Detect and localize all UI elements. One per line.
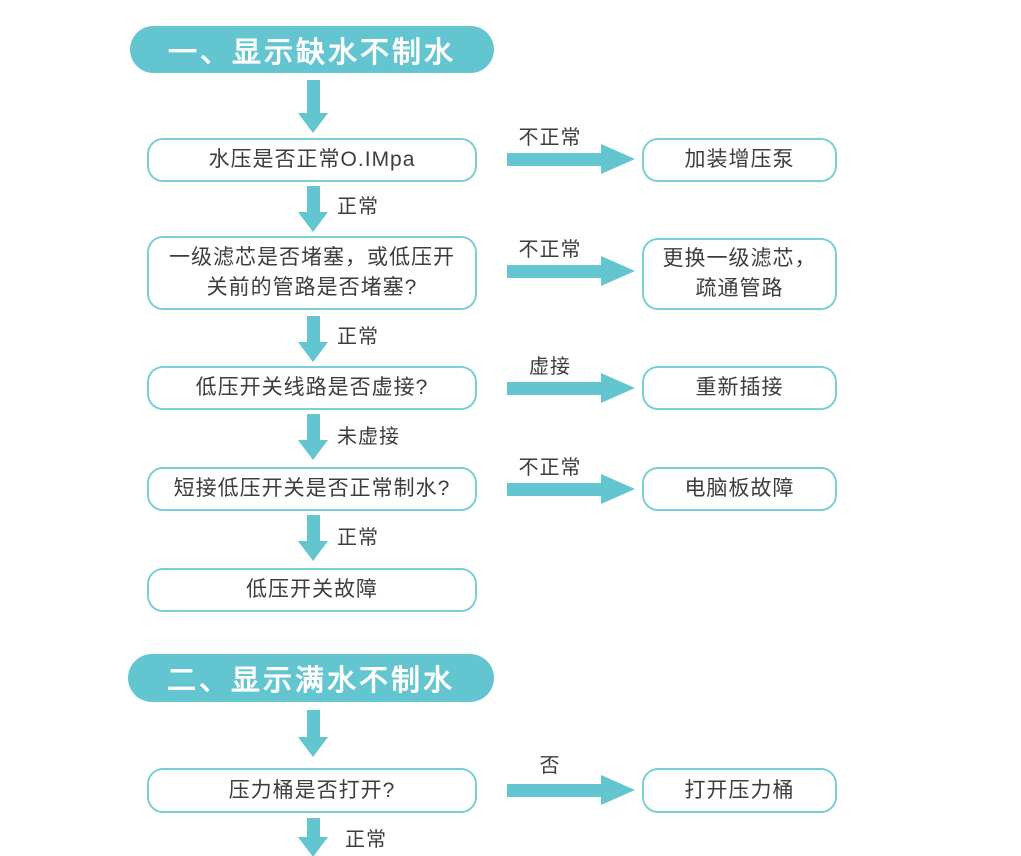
right-arrow-icon [507, 144, 635, 174]
branch-label: 不正常 [518, 457, 582, 479]
section-1-title: 一、显示缺水不制水 [130, 26, 494, 73]
section-2-title: 二、显示满水不制水 [128, 654, 494, 702]
down-arrow-icon [298, 710, 328, 757]
down-arrow-icon [298, 818, 328, 856]
question-box-short-switch: 短接低压开关是否正常制水? [147, 467, 477, 511]
result-box-control-board: 电脑板故障 [642, 467, 837, 511]
down-arrow-icon [298, 316, 328, 362]
result-box-replug: 重新插接 [642, 366, 837, 410]
down-label: 正常 [337, 196, 379, 218]
down-arrow-icon [298, 80, 328, 133]
result-box-booster-pump: 加装增压泵 [642, 138, 837, 182]
down-arrow-icon [298, 186, 328, 232]
right-arrow-icon [507, 775, 635, 805]
down-label: 正常 [345, 829, 387, 851]
down-label: 未虚接 [337, 426, 400, 448]
branch-label: 不正常 [518, 127, 582, 149]
down-label: 正常 [337, 326, 379, 348]
result-box-low-pressure-switch: 低压开关故障 [147, 568, 477, 612]
question-box-water-pressure: 水压是否正常O.IMpa [147, 138, 477, 182]
down-label: 正常 [337, 527, 379, 549]
branch-label: 否 [539, 755, 561, 777]
down-arrow-icon [298, 414, 328, 460]
right-arrow-icon [507, 373, 635, 403]
question-box-pressure-tank: 压力桶是否打开? [147, 768, 477, 813]
result-box-replace-filter: 更换一级滤芯， 疏通管路 [642, 238, 837, 310]
question-box-filter-clog: 一级滤芯是否堵塞，或低压开 关前的管路是否堵塞? [147, 236, 477, 310]
result-box-open-tank: 打开压力桶 [642, 768, 837, 813]
question-box-switch-wiring: 低压开关线路是否虚接? [147, 366, 477, 410]
right-arrow-icon [507, 474, 635, 504]
branch-label: 虚接 [529, 356, 571, 378]
right-arrow-icon [507, 256, 635, 286]
branch-label: 不正常 [518, 239, 582, 261]
down-arrow-icon [298, 515, 328, 561]
